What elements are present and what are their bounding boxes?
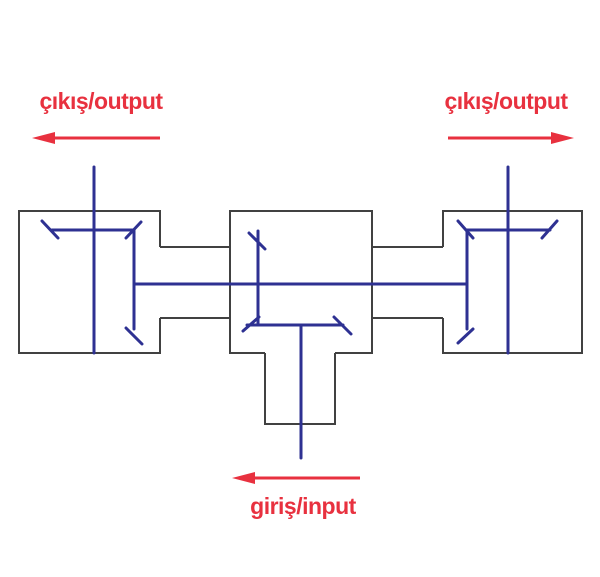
left-gear-tooth-tick (124, 326, 144, 346)
right-housing-box (442, 210, 583, 354)
shafts (92, 165, 510, 460)
output-label-left: çıkış/output (39, 88, 163, 114)
input-arrow (232, 472, 360, 484)
left-gear-tooth-tick (40, 219, 60, 240)
center-gear-tooth-tick (332, 315, 353, 336)
center-gear-tooth-tick (247, 231, 267, 251)
left-gear-tooth-tick (124, 220, 143, 240)
left-gear-assembly (40, 219, 144, 346)
right-gear-assembly (456, 219, 559, 345)
output-arrow-right (448, 132, 574, 144)
arrow-left-icon (232, 472, 255, 484)
center-housing-box (229, 210, 373, 354)
right-gear-tooth-tick (456, 327, 475, 345)
output-arrow-left (32, 132, 160, 144)
arrow-left-icon (32, 132, 55, 144)
center-gear-assembly (241, 229, 353, 336)
left-housing-box (18, 210, 161, 354)
arrow-right-icon (551, 132, 574, 144)
right-gear-tooth-tick (540, 219, 559, 240)
input-label: giriş/input (250, 493, 356, 519)
center-gear-tooth-tick (241, 315, 261, 333)
right-gear-tooth-tick (456, 219, 475, 240)
output-label-right: çıkış/output (444, 88, 568, 114)
